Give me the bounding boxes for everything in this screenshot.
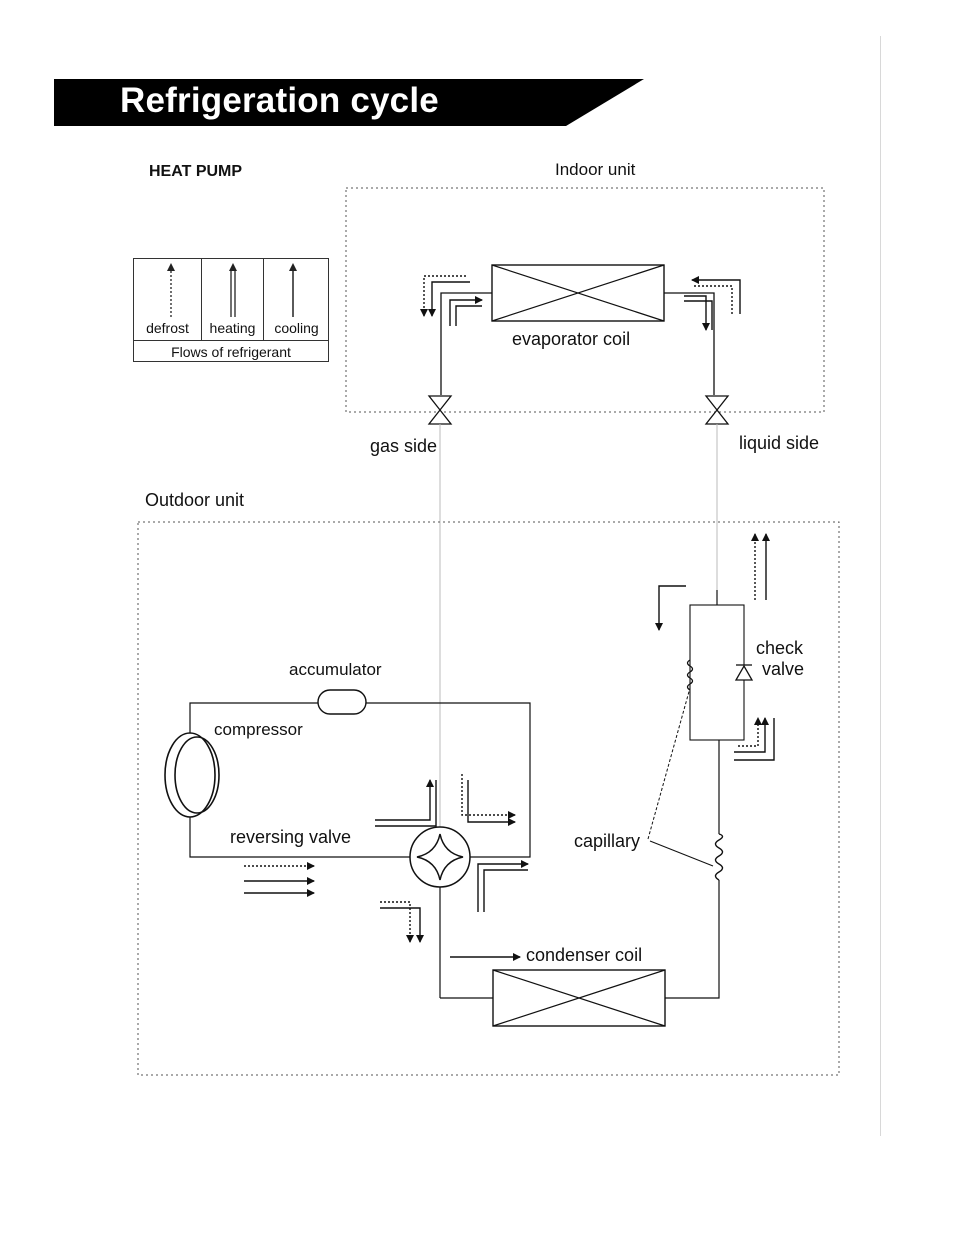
accumulator-label: accumulator: [289, 660, 382, 679]
evaporator-coil-label: evaporator coil: [512, 329, 631, 349]
condenser-coil: [492, 969, 666, 1027]
legend-heating: heating: [202, 259, 264, 340]
flow-legend: defrost heating cooling Flows of refrige…: [133, 258, 329, 362]
capillary-label: capillary: [574, 831, 641, 851]
evaporator-coil: [491, 264, 665, 322]
reversing-valve: [409, 826, 471, 888]
compressor: [164, 732, 220, 818]
accumulator: [317, 689, 367, 715]
outdoor-unit-label: Outdoor unit: [145, 490, 245, 510]
gas-side-label: gas side: [370, 436, 438, 456]
legend-label-cooling: cooling: [274, 320, 319, 336]
indoor-unit-box: [345, 187, 825, 413]
page-edge-rule: [880, 36, 881, 1136]
legend-label-heating: heating: [209, 320, 256, 336]
title-banner: Refrigeration cycle: [54, 79, 644, 126]
capillary-coil-lower: [714, 833, 724, 881]
liquid-side-label: liquid side: [739, 433, 820, 453]
legend-defrost: defrost: [134, 259, 202, 340]
indoor-unit-label: Indoor unit: [555, 160, 636, 179]
check-valve: [734, 664, 754, 681]
legend-caption: Flows of refrigerant: [134, 340, 328, 363]
reversing-valve-label: reversing valve: [230, 827, 352, 847]
liquid-side-valve: [704, 395, 730, 425]
page-title: Refrigeration cycle: [120, 81, 439, 120]
legend-label-defrost: defrost: [146, 320, 189, 336]
legend-cooling: cooling: [264, 259, 329, 340]
compressor-label: compressor: [214, 720, 303, 739]
gas-side-valve: [427, 395, 453, 425]
outdoor-unit-box: [137, 521, 840, 1076]
check-valve-bypass: [689, 604, 745, 741]
condenser-coil-label: condenser coil: [526, 945, 643, 965]
heat-pump-heading: HEAT PUMP: [149, 163, 243, 180]
check-valve-label-line2: valve: [762, 659, 805, 679]
capillary-coil-upper: [686, 659, 694, 691]
check-valve-label-line1: check: [756, 638, 804, 658]
